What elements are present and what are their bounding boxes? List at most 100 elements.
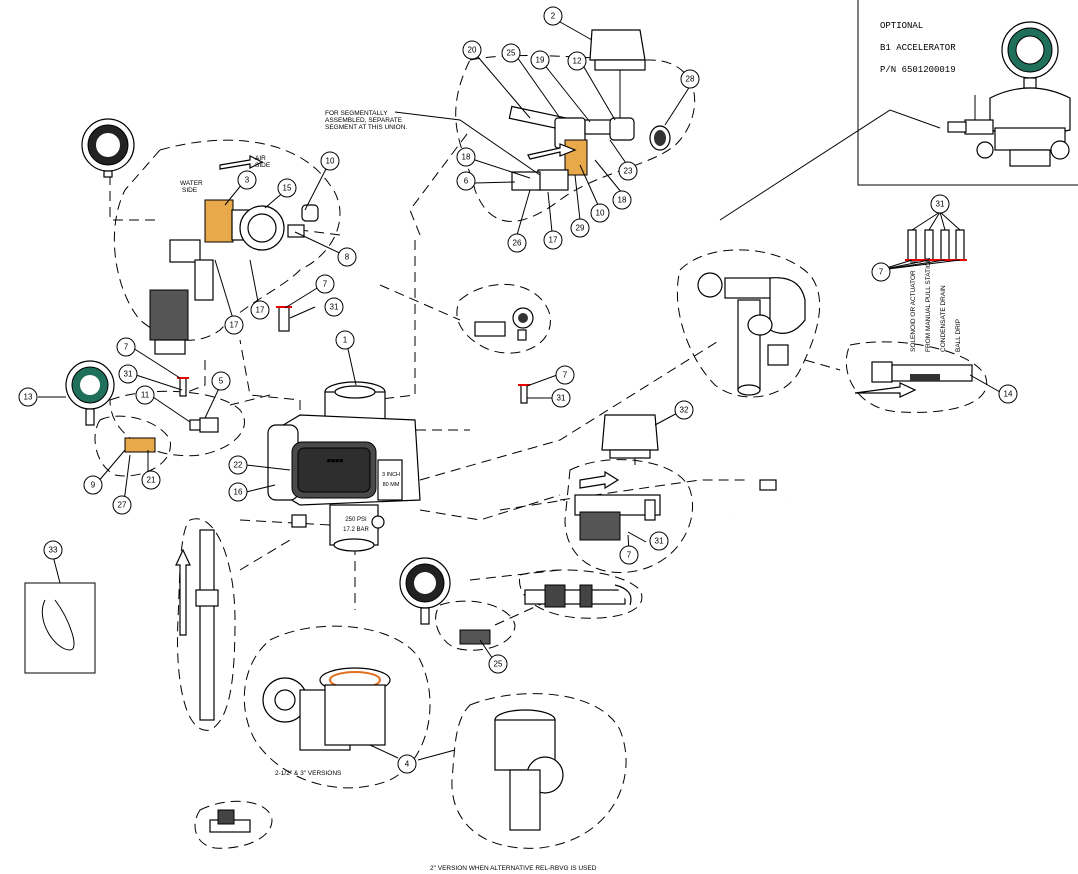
svg-text:18: 18 xyxy=(618,196,627,205)
svg-text:3: 3 xyxy=(245,176,250,185)
svg-text:7: 7 xyxy=(124,343,129,352)
manifold-label-solenoid: SOLENOID OR ACTUATOR xyxy=(910,270,917,352)
segment-note-line-3: SEGMENT AT THIS UNION. xyxy=(325,124,407,131)
svg-text:◼◼◼◼: ◼◼◼◼ xyxy=(327,458,344,464)
svg-text:11: 11 xyxy=(141,391,150,400)
svg-text:12: 12 xyxy=(573,57,582,66)
top-trim-piping xyxy=(508,105,671,191)
svg-text:5: 5 xyxy=(219,377,224,386)
svg-text:33: 33 xyxy=(49,546,58,555)
balloon-7-upper: 7 xyxy=(315,274,335,294)
balloon-7-left: 7 xyxy=(116,337,136,357)
svg-text:6: 6 xyxy=(464,177,469,186)
left-trim-solenoid: AIR SIDE WATER SIDE xyxy=(149,155,319,355)
fittings-5-11 xyxy=(124,417,219,453)
segment-note: FOR SEGMENTALLY ASSEMBLED, SEPARATE SEGM… xyxy=(325,110,541,176)
svg-text:7: 7 xyxy=(627,551,632,560)
svg-text:18: 18 xyxy=(462,153,471,162)
alternative-valve-2in: 2" VERSION WHEN ALTERNATIVE REL-RBVG IS … xyxy=(430,709,597,872)
air-side-label-1: AIR xyxy=(255,155,266,162)
svg-text:20: 20 xyxy=(468,46,477,55)
svg-text:23: 23 xyxy=(624,167,633,176)
svg-text:15: 15 xyxy=(283,184,292,193)
svg-text:26: 26 xyxy=(513,239,522,248)
pressure-gauge-top-left xyxy=(81,118,135,178)
svg-text:17: 17 xyxy=(549,236,558,245)
balloon-11: 11 xyxy=(135,385,155,405)
svg-text:25: 25 xyxy=(494,660,503,669)
balloon-22: 22 xyxy=(228,455,248,475)
versions-label: 2-1/2" & 3" VERSIONS xyxy=(275,770,342,777)
valve-rating-psi: 250 PSI xyxy=(345,517,367,523)
balloon-2: 2 xyxy=(543,6,563,26)
svg-text:7: 7 xyxy=(323,280,328,289)
balloon-17-mid: 17 xyxy=(250,300,270,320)
svg-text:7: 7 xyxy=(879,268,884,277)
air-side-label-2: SIDE xyxy=(255,162,271,169)
svg-text:9: 9 xyxy=(91,481,96,490)
balloon-1: 1 xyxy=(335,330,355,350)
water-side-label-2: SIDE xyxy=(182,187,198,194)
balloon-25-lower: 25 xyxy=(488,654,508,674)
balloon-14: 14 xyxy=(998,384,1018,404)
balloon-31-center: 31 xyxy=(551,388,571,408)
svg-text:16: 16 xyxy=(234,488,243,497)
balloon-7-center: 7 xyxy=(555,365,575,385)
valve-rating-bar: 17.2 BAR xyxy=(343,527,369,533)
optional-label: OPTIONAL xyxy=(880,21,923,31)
svg-text:31: 31 xyxy=(330,303,339,312)
balloon-17: 17 xyxy=(543,230,563,250)
svg-text:19: 19 xyxy=(536,56,545,65)
svg-text:7: 7 xyxy=(563,371,568,380)
svg-text:10: 10 xyxy=(326,157,335,166)
balloon-26: 26 xyxy=(507,233,527,253)
balloon-5: 5 xyxy=(211,371,231,391)
balloon-18-right: 18 xyxy=(612,190,632,210)
svg-text:14: 14 xyxy=(1004,390,1013,399)
balloon-31-manifold: 31 xyxy=(930,194,950,214)
balloon-31-left: 31 xyxy=(118,364,138,384)
optional-accelerator-panel: OPTIONAL B1 ACCELERATOR P/N 6501200019 xyxy=(719,0,1078,221)
flexible-hose xyxy=(727,479,791,518)
balloon-8: 8 xyxy=(337,247,357,267)
balloon-32: 32 xyxy=(674,400,694,420)
ball-valve-drain xyxy=(459,584,632,645)
balloon-10-left: 10 xyxy=(320,151,340,171)
segment-note-line-1: FOR SEGMENTALLY xyxy=(325,110,388,117)
manifold-tubes xyxy=(905,229,967,261)
alt-version-label: 2" VERSION WHEN ALTERNATIVE REL-RBVG IS … xyxy=(430,865,597,872)
balloon-25: 25 xyxy=(501,43,521,63)
balloon-18: 18 xyxy=(456,147,476,167)
vertical-drain-pipe xyxy=(175,529,219,721)
valve-size-mm: 80 MM xyxy=(383,482,400,488)
solenoid-assembly-32 xyxy=(574,414,661,541)
balloon-29: 29 xyxy=(570,218,590,238)
svg-text:25: 25 xyxy=(507,49,516,58)
balloon-23: 23 xyxy=(618,161,638,181)
svg-text:28: 28 xyxy=(686,75,695,84)
balloon-15: 15 xyxy=(277,178,297,198)
balloon-10-top: 10 xyxy=(590,203,610,223)
svg-text:8: 8 xyxy=(345,253,350,262)
svg-text:17: 17 xyxy=(230,321,239,330)
segment-note-line-2: ASSEMBLED, SEPARATE xyxy=(325,117,403,124)
main-valve-body: ◼◼◼◼ 3 INCH 80 MM 250 PSI 17.2 BAR xyxy=(267,381,421,552)
accelerator-drawing xyxy=(947,21,1071,167)
svg-text:31: 31 xyxy=(124,370,133,379)
valve-size-inch: 3 INCH xyxy=(382,472,400,478)
balloon-12: 12 xyxy=(567,51,587,71)
balloon-33: 33 xyxy=(43,540,63,560)
balloon-31-upper: 31 xyxy=(324,297,344,317)
manual-valve-elbow xyxy=(697,272,806,396)
pressure-gauge-13 xyxy=(65,360,115,426)
svg-text:1: 1 xyxy=(343,336,348,345)
svg-text:31: 31 xyxy=(557,394,566,403)
svg-text:22: 22 xyxy=(234,461,243,470)
manifold-label-ball-drip: BALL DRIP xyxy=(955,319,962,352)
pressure-gauge-center xyxy=(399,557,451,625)
drain-manifold: SOLENOID OR ACTUATOR FROM MANUAL PULL ST… xyxy=(854,257,973,398)
svg-text:10: 10 xyxy=(596,209,605,218)
clip-box-33 xyxy=(24,555,96,674)
svg-text:2: 2 xyxy=(551,12,556,21)
